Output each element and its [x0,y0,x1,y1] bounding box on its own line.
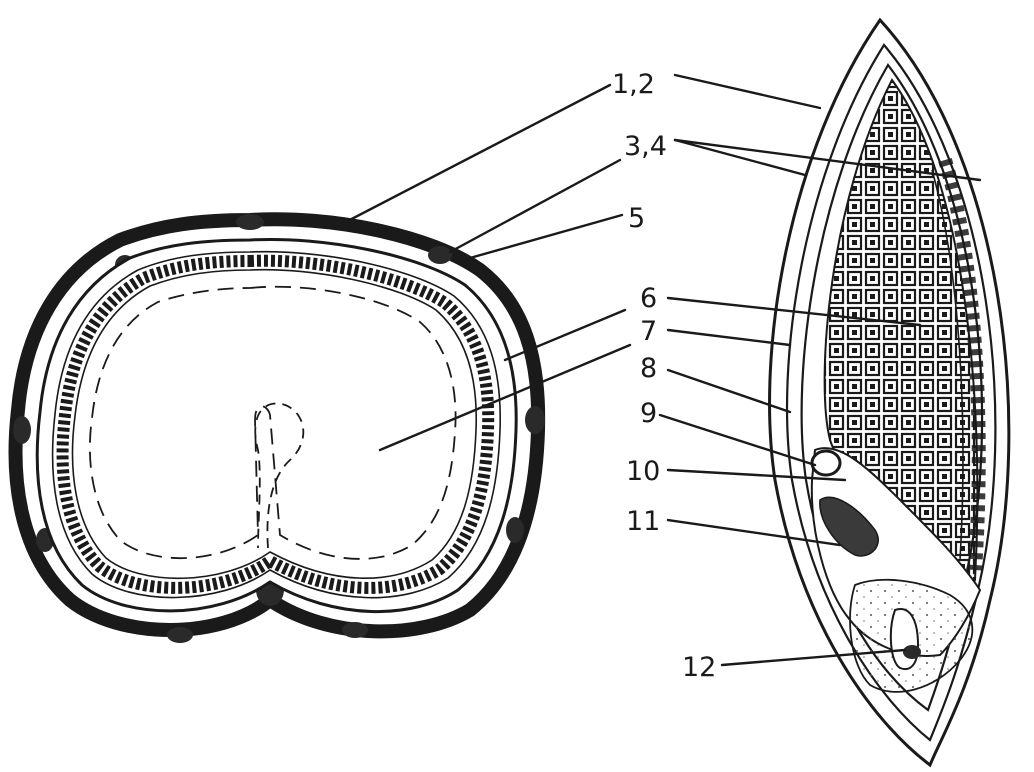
labels: 1,2 3,4 5 6 7 8 9 10 11 12 [612,69,716,683]
leader-5 [470,215,622,258]
label-5: 5 [628,203,645,234]
vascular-bundle [812,451,840,475]
cross-section [13,214,545,643]
label-7: 7 [640,316,657,347]
leader-3-4-right-a [675,140,805,175]
label-6: 6 [640,283,657,314]
longitudinal-section [770,20,1009,765]
label-12: 12 [682,652,716,683]
leader-1-2-right [675,75,820,108]
label-10: 10 [626,456,660,487]
radicle [891,609,918,669]
label-8: 8 [640,353,657,384]
label-1-2: 1,2 [612,69,655,100]
leader-1-2-left [340,85,610,225]
label-11: 11 [626,506,660,537]
label-3-4: 3,4 [624,131,667,162]
radicle-tip [903,645,921,659]
leader-3-4-left [450,160,620,252]
label-9: 9 [640,398,657,429]
